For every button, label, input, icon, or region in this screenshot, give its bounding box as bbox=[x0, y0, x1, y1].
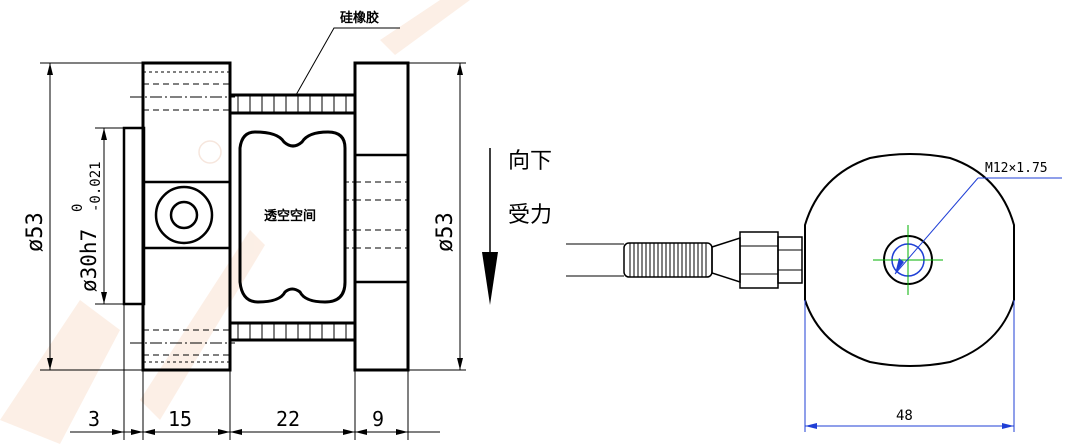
hollow-space-label: 透空空间 bbox=[264, 208, 316, 224]
hollow-window bbox=[238, 130, 347, 304]
disc-body bbox=[804, 153, 1015, 367]
dim-spigot-diameter bbox=[95, 127, 124, 305]
dim-left-diameter bbox=[40, 62, 143, 371]
front-view bbox=[566, 153, 1062, 367]
dim-width-48 bbox=[804, 300, 1015, 432]
spigot-tol-lower: -0.021 bbox=[88, 161, 104, 212]
length-22-label: 22 bbox=[276, 407, 300, 431]
right-flange bbox=[353, 61, 410, 372]
material-label: 硅橡胶 bbox=[340, 10, 379, 26]
gland-nut bbox=[739, 231, 779, 289]
spigot bbox=[122, 126, 146, 306]
thread-spec-label: M12×1.75 bbox=[985, 161, 1048, 176]
side-view bbox=[122, 27, 410, 372]
center-bolt-outer bbox=[154, 185, 214, 245]
silicone-leader bbox=[295, 27, 400, 96]
force-direction-label-1: 向下 bbox=[508, 149, 552, 174]
dim-right-diameter bbox=[408, 62, 466, 371]
spigot-tol-upper: 0 bbox=[70, 204, 86, 212]
silicone-hatch-top bbox=[237, 95, 347, 113]
cable-gland bbox=[711, 236, 741, 284]
silicone-hatch-bottom bbox=[237, 323, 347, 340]
spigot-diameter-label: ø30h7 0 -0.021 bbox=[70, 161, 104, 292]
registered-mark bbox=[198, 140, 222, 164]
force-direction-label-2: 受力 bbox=[508, 203, 552, 228]
length-15-label: 15 bbox=[168, 407, 192, 431]
width-48-label: 48 bbox=[896, 408, 913, 424]
right-diameter-label: ø53 bbox=[433, 212, 458, 252]
length-3-label: 3 bbox=[88, 407, 100, 431]
length-9-label: 9 bbox=[372, 407, 384, 431]
left-diameter-label: ø53 bbox=[23, 212, 48, 252]
watermark bbox=[0, 0, 470, 444]
strain-relief bbox=[623, 242, 713, 278]
center-bolt-inner bbox=[169, 200, 199, 230]
gland-base bbox=[777, 236, 803, 284]
spring-coils bbox=[629, 243, 707, 277]
force-arrow bbox=[482, 148, 498, 305]
spigot-diameter-main: ø30h7 bbox=[77, 229, 101, 292]
dim-lengths bbox=[70, 304, 440, 440]
